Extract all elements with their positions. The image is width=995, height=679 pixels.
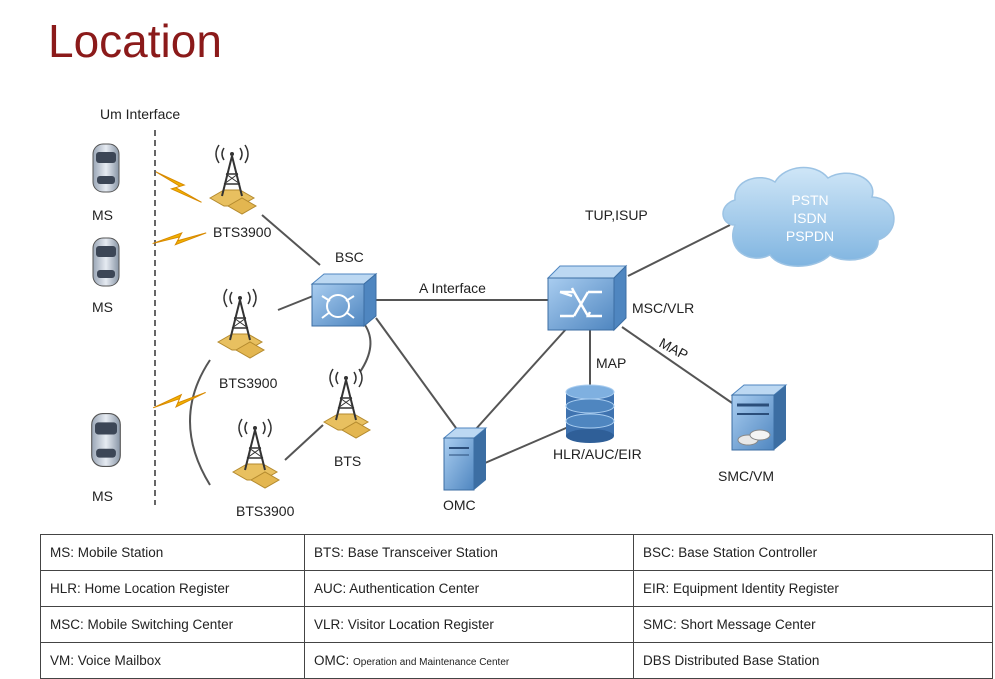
omc-abbrev: OMC: bbox=[314, 653, 353, 668]
network-diagram: Um Interface PSTN ISDN PSPDN MS MS MS BT… bbox=[91, 106, 895, 519]
ms-label-2: MS bbox=[92, 299, 113, 315]
table-row: MSC: Mobile Switching Center VLR: Visito… bbox=[40, 606, 993, 643]
msc-switch-icon bbox=[546, 264, 628, 332]
legend-cell: DBS Distributed Base Station bbox=[633, 642, 993, 679]
omc-label: OMC bbox=[443, 497, 476, 513]
abbreviation-legend-table: MS: Mobile Station BTS: Base Transceiver… bbox=[40, 534, 993, 679]
legend-cell-omc: OMC: Operation and Maintenance Center bbox=[304, 642, 634, 679]
table-row: MS: Mobile Station BTS: Base Transceiver… bbox=[40, 534, 993, 571]
cloud-line-isdn: ISDN bbox=[793, 210, 826, 226]
ms-label-3: MS bbox=[92, 488, 113, 504]
legend-cell: BTS: Base Transceiver Station bbox=[304, 534, 634, 571]
ms-car-icon bbox=[91, 413, 121, 467]
legend-cell: VM: Voice Mailbox bbox=[40, 642, 305, 679]
legend-cell: EIR: Equipment Identity Register bbox=[633, 570, 993, 607]
bts-label-2: BTS3900 bbox=[219, 375, 278, 391]
a-interface-label: A Interface bbox=[419, 280, 486, 296]
bsc-device-icon bbox=[310, 272, 378, 328]
bts-tower-icon bbox=[323, 368, 371, 439]
legend-cell: AUC: Authentication Center bbox=[304, 570, 634, 607]
tup-isup-label: TUP,ISUP bbox=[585, 207, 648, 223]
table-row: VM: Voice Mailbox OMC: Operation and Mai… bbox=[40, 642, 993, 679]
omc-definition: Operation and Maintenance Center bbox=[353, 657, 510, 668]
legend-cell: SMC: Short Message Center bbox=[633, 606, 993, 643]
bts-label-4: BTS bbox=[334, 453, 361, 469]
legend-cell: BSC: Base Station Controller bbox=[633, 534, 993, 571]
ms-car-icon bbox=[92, 237, 120, 287]
map-diagonal-label: MAP bbox=[657, 335, 691, 363]
lightning-icon bbox=[151, 171, 206, 203]
legend-cell: MS: Mobile Station bbox=[40, 534, 305, 571]
connection-lines bbox=[189, 214, 736, 486]
omc-server-icon bbox=[442, 427, 488, 491]
smc-server-icon bbox=[730, 384, 788, 451]
page-title: Location bbox=[48, 15, 222, 67]
map-vertical-label: MAP bbox=[596, 355, 626, 371]
legend-cell: VLR: Visitor Location Register bbox=[304, 606, 634, 643]
bts-tower-icon bbox=[209, 144, 257, 215]
ms-label-1: MS bbox=[92, 207, 113, 223]
legend-cell: HLR: Home Location Register bbox=[40, 570, 305, 607]
lightning-icon bbox=[152, 214, 207, 263]
legend-cell: MSC: Mobile Switching Center bbox=[40, 606, 305, 643]
um-interface-label: Um Interface bbox=[100, 106, 180, 122]
bts-tower-icon bbox=[232, 418, 280, 489]
msc-vlr-label: MSC/VLR bbox=[632, 300, 694, 316]
pstn-cloud: PSTN ISDN PSPDN bbox=[722, 166, 895, 267]
hlr-database-icon bbox=[565, 384, 615, 443]
cloud-line-pstn: PSTN bbox=[791, 192, 828, 208]
ms-car-icon bbox=[92, 143, 120, 193]
bsc-label: BSC bbox=[335, 249, 364, 265]
bts-label-1: BTS3900 bbox=[213, 224, 272, 240]
table-row: HLR: Home Location Register AUC: Authent… bbox=[40, 570, 993, 607]
smc-vm-label: SMC/VM bbox=[718, 468, 774, 484]
bts-tower-icon bbox=[217, 288, 265, 359]
bts-label-3: BTS3900 bbox=[236, 503, 295, 519]
hlr-label: HLR/AUC/EIR bbox=[553, 446, 642, 462]
cloud-line-pspdn: PSPDN bbox=[786, 228, 834, 244]
